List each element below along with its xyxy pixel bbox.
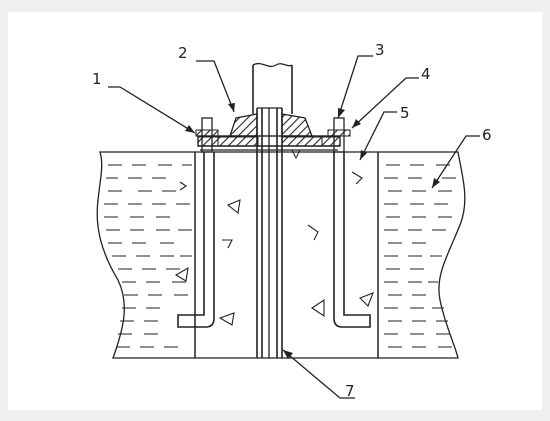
callout-3-label: 3	[375, 41, 385, 59]
column-base	[229, 113, 313, 137]
soil-left	[96, 151, 196, 359]
callout-4-label: 4	[421, 65, 431, 83]
callout-7: 7	[282, 349, 355, 400]
callout-6: 6	[431, 126, 492, 189]
callout-1: 1	[92, 70, 196, 134]
callout-2: 2	[178, 44, 235, 113]
central-pipe	[256, 107, 283, 358]
column	[252, 62, 293, 114]
callout-6-label: 6	[482, 126, 492, 144]
anchor-bolt-right	[327, 117, 371, 328]
callout-5: 5	[359, 104, 410, 161]
callout-1-label: 1	[92, 70, 102, 88]
soil-right	[377, 151, 466, 359]
callout-3: 3	[337, 41, 385, 119]
callout-5-label: 5	[400, 104, 410, 122]
callout-4: 4	[351, 65, 431, 129]
callout-2-label: 2	[178, 44, 188, 62]
concrete-foundation	[174, 151, 379, 359]
anchor-bolt-left	[177, 117, 219, 328]
callout-7-label: 7	[345, 382, 355, 400]
